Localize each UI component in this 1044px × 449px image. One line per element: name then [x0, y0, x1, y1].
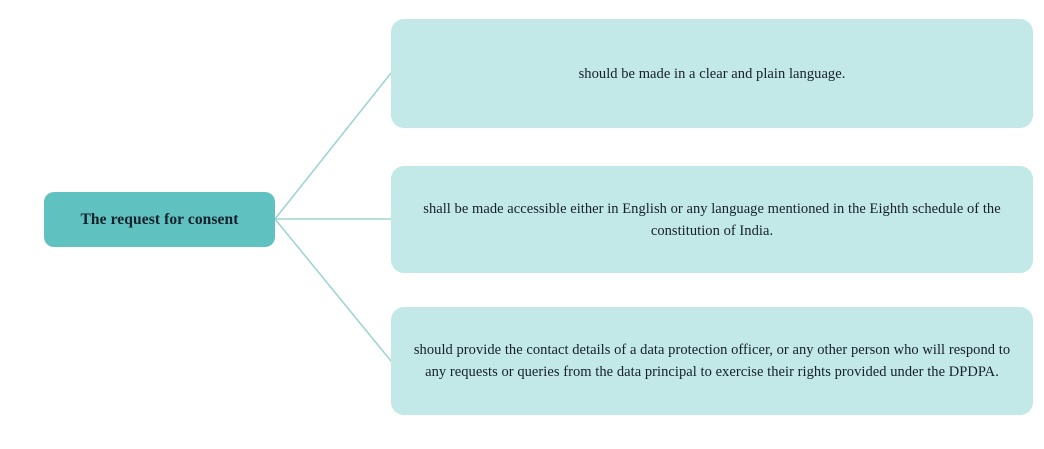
child-node-3-label: should provide the contact details of a … — [413, 342, 1011, 380]
child-node-2-label: shall be made accessible either in Engli… — [423, 200, 1001, 239]
child-node-2[interactable]: shall be made accessible either in Engli… — [391, 166, 1033, 273]
child-node-1[interactable]: should be made in a clear and plain lang… — [391, 19, 1033, 128]
root-node-label: The request for consent — [80, 210, 239, 228]
child-node-3[interactable]: should provide the contact details of a … — [391, 307, 1033, 415]
connector-line-3 — [274, 218, 392, 362]
root-node[interactable]: The request for consent — [44, 192, 275, 247]
connector-line-1 — [274, 72, 392, 220]
child-node-1-label: should be made in a clear and plain lang… — [578, 65, 846, 82]
